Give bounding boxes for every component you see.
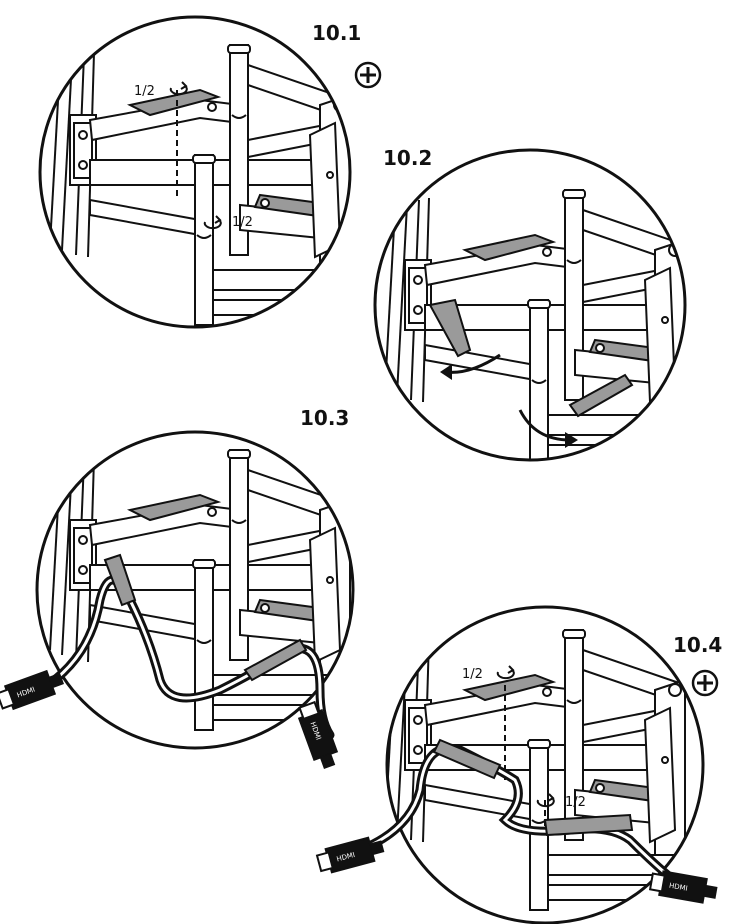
mount-illustration-10-1 [49,44,350,326]
step-10-1: 1/2 1/2 10.1 [38,15,382,329]
hdmi-plug-right: HDMI [648,868,720,906]
step-circle-10-2 [373,148,687,462]
step-10-2: 10.2 [373,146,687,462]
mount-illustration-10-4 [387,629,686,911]
plus-circle-icon [691,669,719,697]
hdmi-plug-left: HDMI [0,666,68,714]
step-10-4: 1/2 1/2 HDMI HDMI 10.4 [314,605,722,924]
mount-illustration-10-2 [384,189,685,460]
step-circle-10-3 [35,430,355,750]
step-circle-10-4 [385,605,705,924]
step-label-10-3: 10.3 [300,406,349,430]
step-label-10-1: 10.1 [312,21,361,45]
step-label-10-4: 10.4 [673,633,722,657]
rotate-arrow-icon [169,81,222,230]
mount-illustration-10-3 [49,449,351,731]
step-10-3: HDMI HDMI 10.3 [0,406,355,773]
step-label-10-2: 10.2 [383,146,432,170]
hdmi-plug-right: HDMI [294,699,342,773]
hdmi-cable [35,575,335,740]
rotate-arrow-icon [496,665,555,808]
hdmi-plug-left: HDMI [314,833,387,876]
svg-text:HDMI: HDMI [668,882,688,893]
rotation-label-top: 1/2 [134,84,155,99]
plus-circle-icon [354,61,382,89]
rotation-label-bottom: 1/2 [232,215,253,230]
rotation-label-top: 1/2 [462,667,483,682]
step-circle-10-1 [38,15,352,329]
hdmi-cable-routed [355,744,685,890]
rotation-label-bottom: 1/2 [565,795,586,810]
